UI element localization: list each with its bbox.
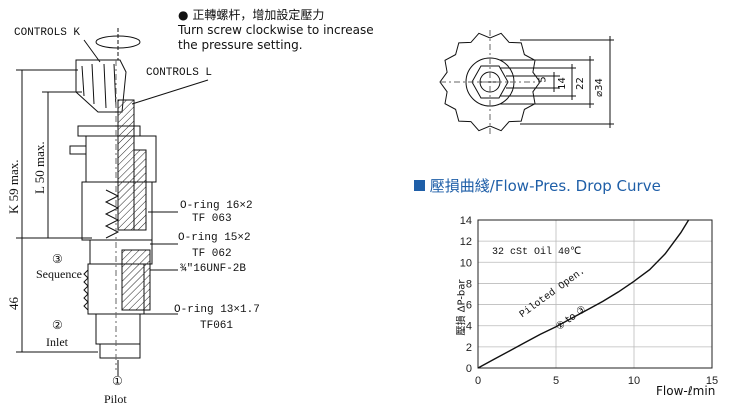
- y-tick-label: 4: [466, 321, 472, 333]
- series-line: [477, 219, 690, 369]
- controls-k-label: CONTROLS K: [14, 27, 81, 39]
- note-english-1: Turn screw clockwise to increase: [178, 23, 374, 37]
- controls-l-label: CONTROLS L: [146, 67, 213, 79]
- x-tick-label: 15: [706, 375, 718, 387]
- plot-frame: [477, 219, 713, 369]
- title-square-icon: [414, 180, 425, 191]
- x-tick-label: 0: [475, 375, 481, 387]
- oring2-label: O-ring 15×2: [178, 232, 251, 244]
- x-tick-label: 5: [553, 375, 559, 387]
- y-tick-label: 0: [466, 363, 472, 375]
- y-tick-label: 6: [466, 300, 472, 312]
- tf1-label: TF 063: [192, 213, 232, 225]
- chart-ylabel: 壓損 ΔP-bar: [456, 279, 468, 336]
- chart-title: 壓損曲綫/Flow-Pres. Drop Curve: [414, 175, 661, 196]
- note-bullet-line: ● 正轉螺杆，增加設定壓力: [178, 8, 324, 22]
- oring3-label: O-ring 13×1.7: [174, 304, 260, 316]
- chart-title-text: 壓損曲綫/Flow-Pres. Drop Curve: [429, 177, 661, 195]
- chart-xlabel: Flow-ℓmin: [656, 384, 716, 398]
- y-tick-label: 8: [466, 278, 472, 290]
- oring1-label: O-ring 16×2: [180, 200, 253, 212]
- port3-name: Sequence: [36, 267, 82, 281]
- tf2-label: TF 062: [192, 248, 232, 260]
- bullet-icon: ●: [178, 8, 189, 22]
- port3-number: ③: [52, 252, 63, 266]
- port2-name: Inlet: [46, 335, 68, 349]
- y-tick-label: 2: [466, 342, 472, 354]
- x-tick-label: 10: [628, 375, 640, 387]
- y-tick-label: 12: [460, 236, 472, 248]
- note-chinese: 正轉螺杆，增加設定壓力: [192, 8, 325, 22]
- y-tick-label: 14: [460, 215, 472, 227]
- port1-number: ①: [112, 374, 123, 388]
- port2-number: ②: [52, 318, 63, 332]
- note-english-2: the pressure setting.: [178, 38, 303, 52]
- port1-name: Pilot: [104, 392, 127, 406]
- tf3-label: TF061: [200, 320, 234, 332]
- thread-label: ¾"16UNF-2B: [180, 263, 247, 275]
- y-tick-label: 10: [460, 257, 472, 269]
- chart-fluid-note: 32 cSt Oil 40℃: [492, 247, 582, 258]
